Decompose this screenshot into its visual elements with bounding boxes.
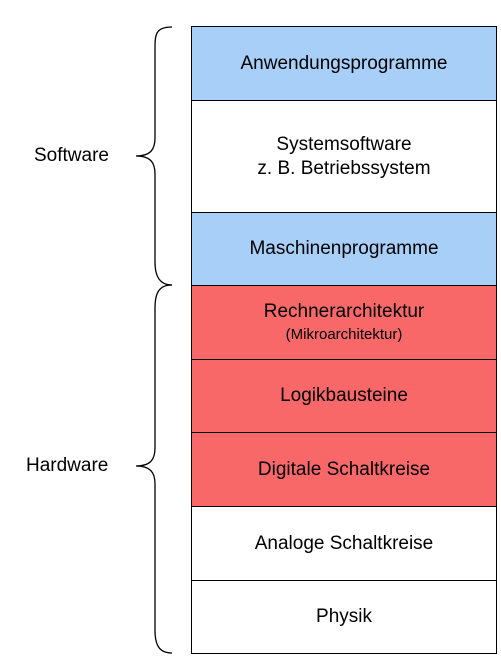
hardware-brace (135, 284, 173, 654)
layer-title: Logikbausteine (280, 385, 408, 406)
layer-title: Analoge Schaltkreise (254, 532, 434, 554)
layer-systemsoftware: Systemsoftware z. B. Betriebssystem (192, 100, 496, 212)
layer-title: Rechnerarchitektur (263, 300, 425, 322)
layer-title: Digitale Schaltkreise (257, 458, 431, 480)
layer-maschinenprogramme: Maschinenprogramme (192, 212, 496, 285)
layer-title: Maschinenprogramme (249, 238, 439, 259)
layer-rechnerarchitektur: Rechnerarchitektur (Mikroarchitektur) (192, 285, 496, 359)
layer-logikbausteine: Logikbausteine (192, 359, 496, 432)
software-label: Software (34, 145, 109, 166)
layer-physik: Physik (192, 580, 496, 653)
layer-anwendungsprogramme: Anwendungsprogramme (192, 27, 496, 100)
layer-title: Systemsoftware (276, 133, 412, 155)
hardware-label: Hardware (26, 455, 109, 476)
layer-subtitle: (Mikroarchitektur) (285, 325, 403, 343)
layer-stack: Anwendungsprogramme Systemsoftware z. B.… (191, 26, 497, 654)
layer-title: Anwendungsprogramme (240, 52, 448, 74)
software-brace (135, 26, 173, 286)
layer-digitale-schaltkreise: Digitale Schaltkreise (192, 432, 496, 506)
layer-analoge-schaltkreise: Analoge Schaltkreise (192, 506, 496, 580)
layer-subtitle: z. B. Betriebssystem (257, 157, 431, 179)
layer-title: Physik (316, 606, 372, 627)
